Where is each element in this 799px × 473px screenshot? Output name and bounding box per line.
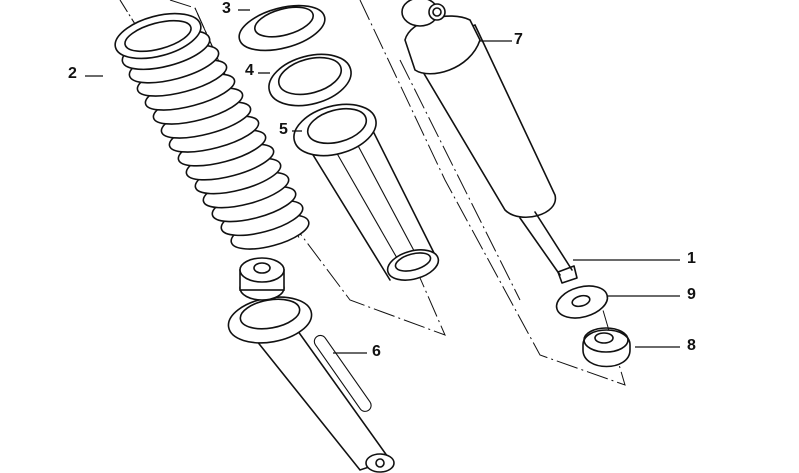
callout-4: 4	[245, 62, 254, 79]
callout-5: 5	[279, 121, 288, 138]
washer	[555, 285, 609, 319]
upper-spring-seat	[238, 4, 326, 52]
callout-2: 2	[68, 65, 77, 82]
callout-8: 8	[687, 337, 696, 354]
callout-6: 6	[372, 343, 381, 360]
callout-3: 3	[222, 0, 231, 17]
callout-9: 9	[687, 286, 696, 303]
coil-spring	[114, 12, 310, 250]
rubber-mount	[582, 327, 631, 368]
callout-leader-lines	[85, 9, 680, 354]
lower-strut-mount	[227, 257, 395, 473]
shock-absorber	[401, 0, 578, 284]
callout-1: 1	[687, 250, 696, 267]
spring-pad	[268, 53, 352, 107]
protective-sleeve	[293, 103, 440, 281]
callout-7: 7	[514, 31, 523, 48]
